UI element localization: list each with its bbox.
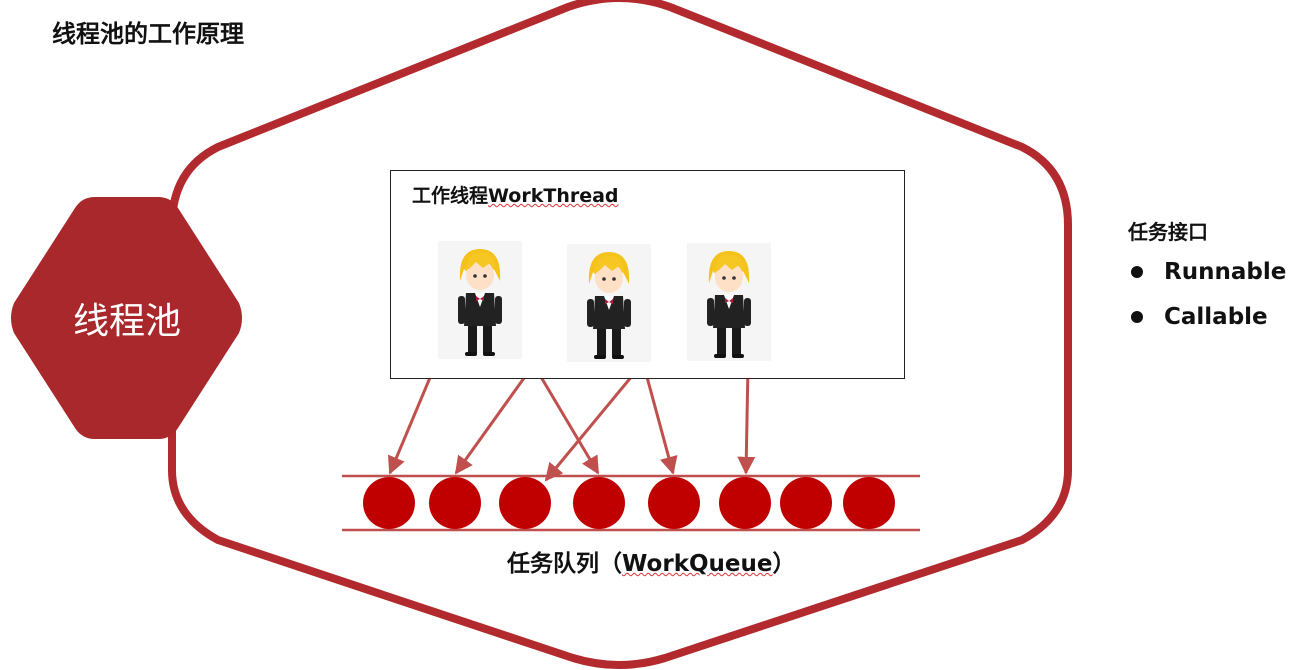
worker-thread-title: 工作线程WorkThread — [412, 181, 619, 208]
task-queue — [363, 477, 895, 529]
thread-pool-hexagon — [11, 197, 242, 439]
worker-title-en: WorkThread — [488, 185, 619, 207]
queue-label-en: WorkQueue — [622, 551, 773, 577]
queue-label-close: ） — [772, 551, 796, 577]
task-circle — [363, 477, 415, 529]
task-circle — [843, 477, 895, 529]
bullet-icon — [1131, 311, 1143, 323]
task-interfaces: 任务接口 Runnable Callable — [1128, 216, 1286, 347]
task-circle — [648, 477, 700, 529]
interface-item-label: Runnable — [1164, 259, 1287, 285]
interface-item-label: Callable — [1164, 304, 1268, 330]
task-circle — [499, 477, 551, 529]
worker-title-cn: 工作线程 — [412, 185, 489, 207]
task-circle — [573, 477, 625, 529]
interface-item: Callable — [1128, 302, 1286, 347]
thread-pool-label: 线程池 — [72, 301, 181, 342]
queue-label-cn: 任务队列（ — [507, 551, 622, 577]
bullet-icon — [1131, 266, 1143, 278]
task-circle — [429, 477, 481, 529]
page-title: 线程池的工作原理 — [52, 20, 244, 48]
task-queue-label: 任务队列（WorkQueue） — [507, 544, 796, 578]
worker-thread-figure — [687, 243, 771, 361]
worker-thread-figure — [567, 244, 651, 362]
task-interfaces-title: 任务接口 — [1128, 220, 1208, 244]
task-interfaces-list: Runnable Callable — [1128, 257, 1286, 347]
interface-item: Runnable — [1128, 257, 1286, 302]
task-circle — [780, 477, 832, 529]
task-circle — [719, 477, 771, 529]
worker-thread-figure — [438, 241, 522, 359]
